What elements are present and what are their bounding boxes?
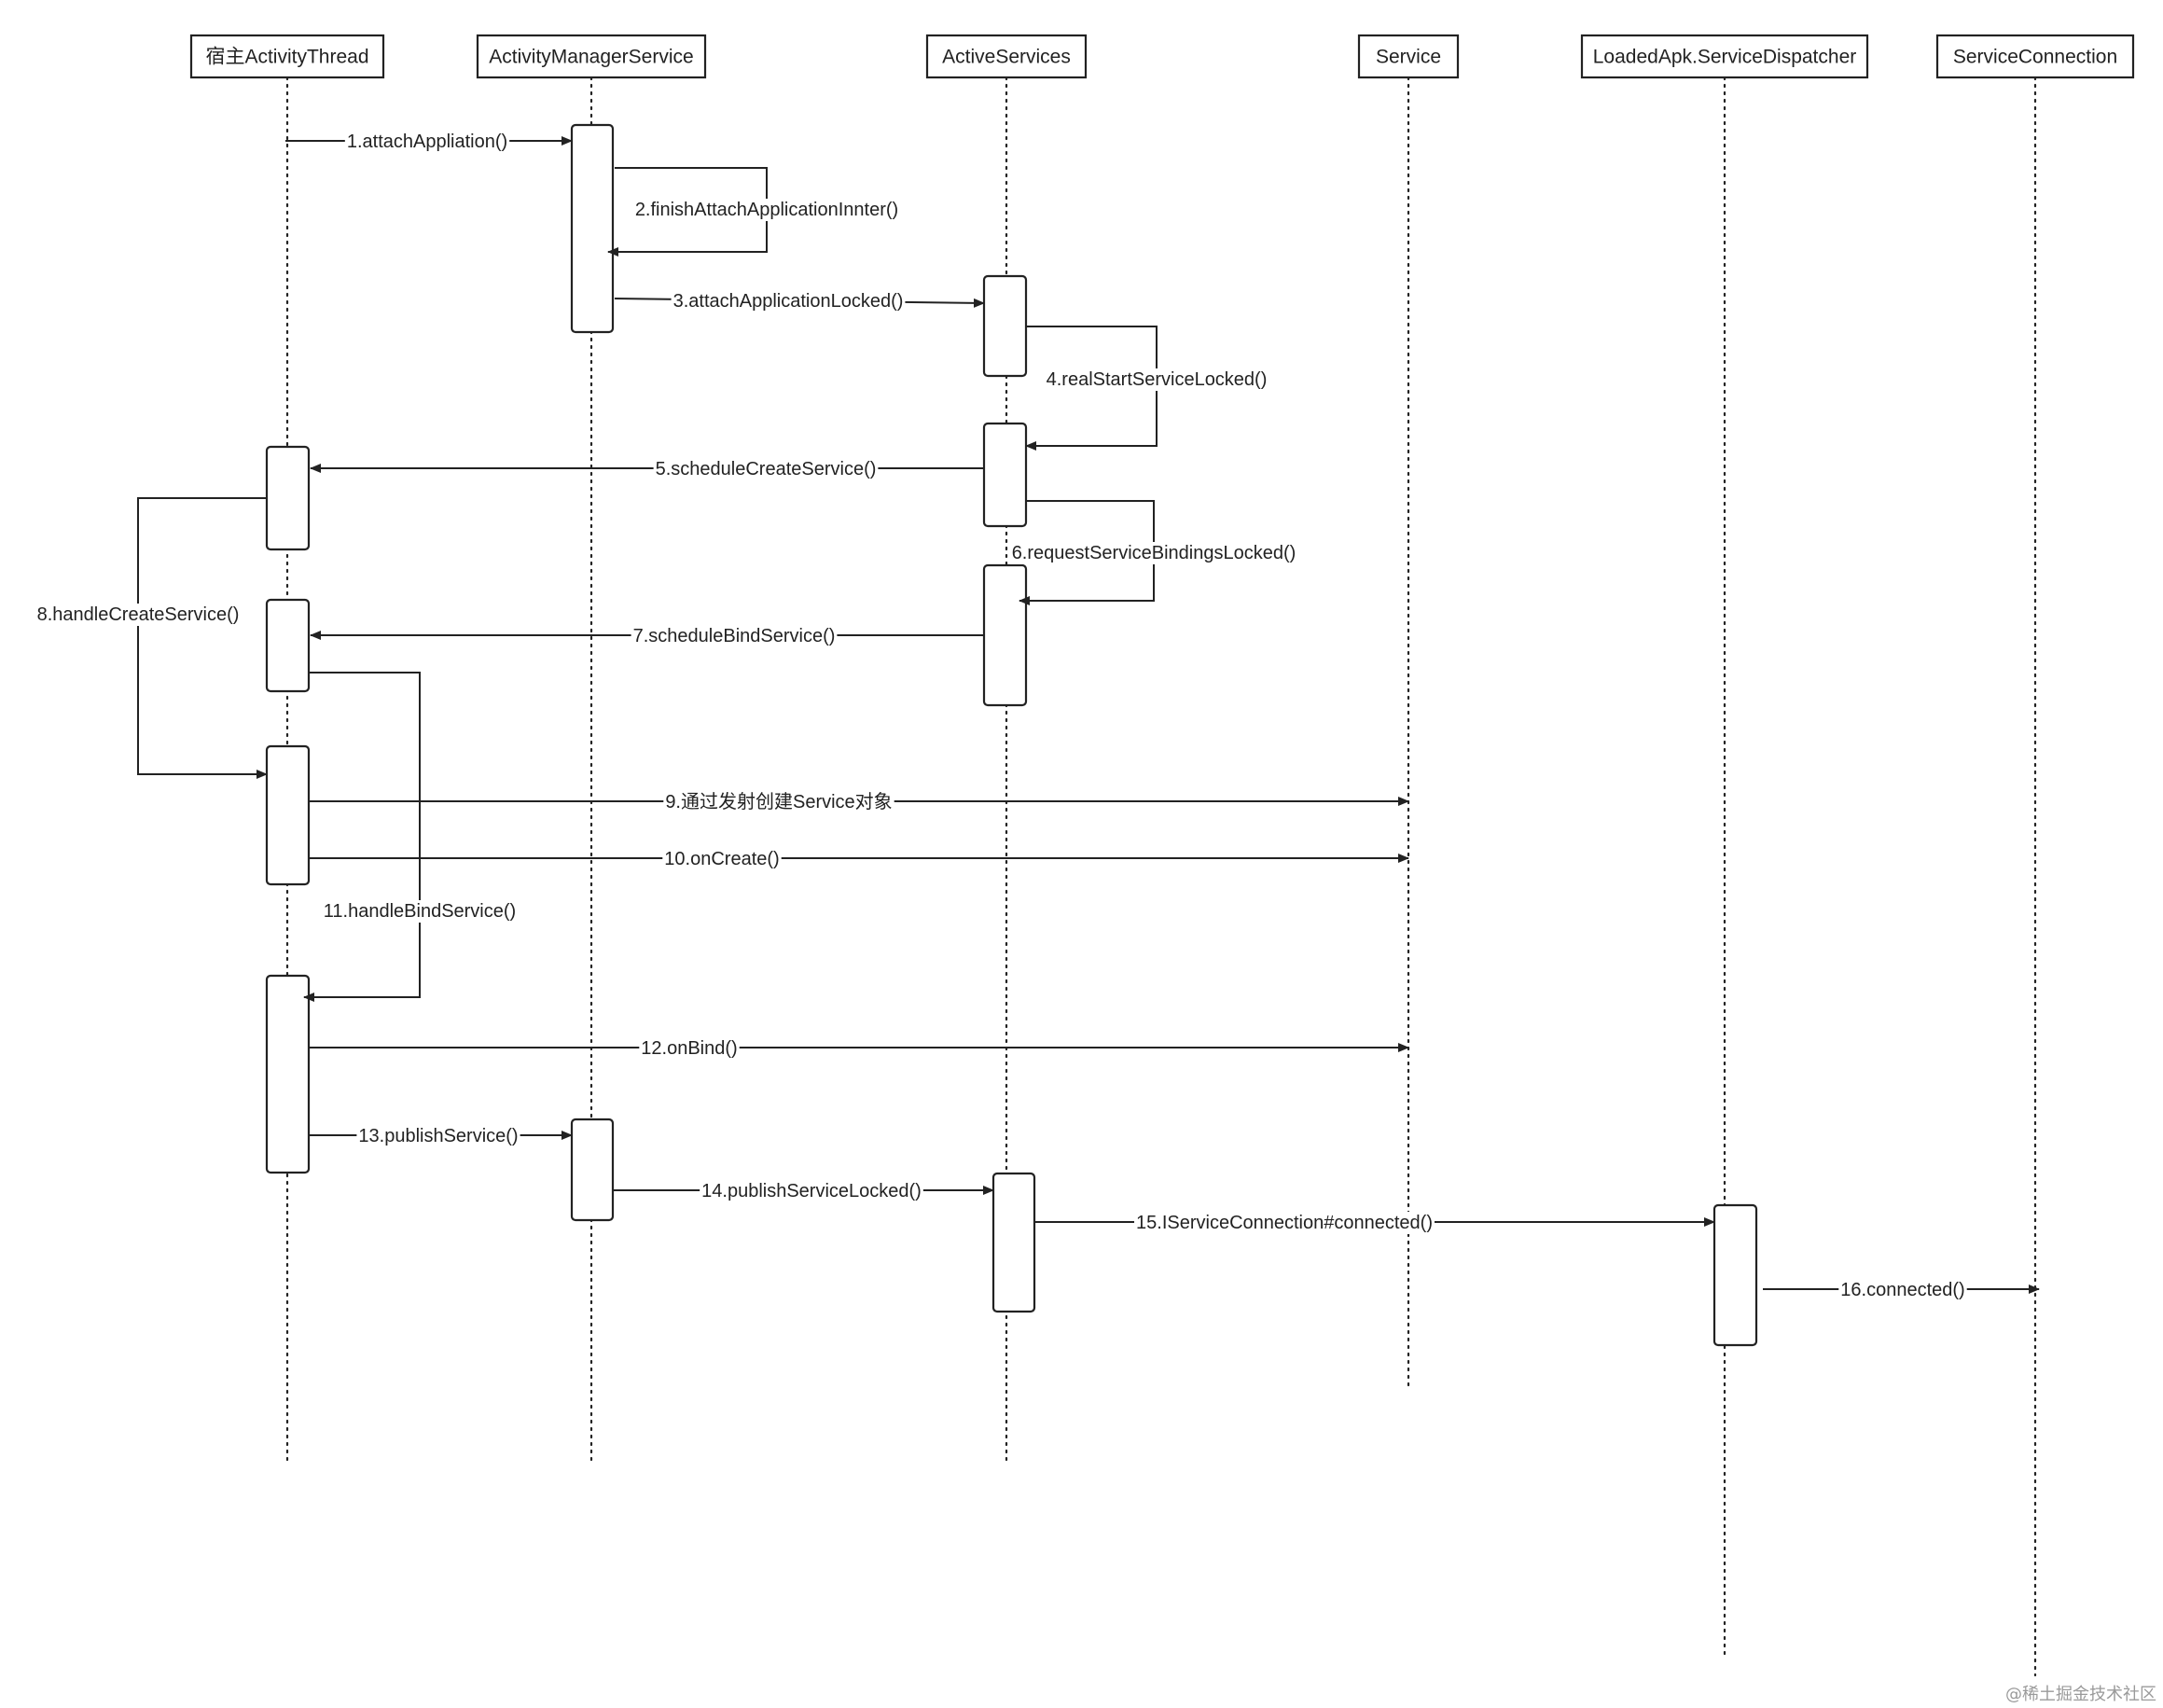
participant-active_services: ActiveServices bbox=[925, 34, 1088, 79]
message-label: 16.connected() bbox=[1840, 1280, 1964, 1300]
participant-ams: ActivityManagerService bbox=[476, 34, 707, 79]
participant-label: Service bbox=[1376, 47, 1441, 68]
activation-bar bbox=[991, 1172, 1036, 1313]
message-label: 6.requestServiceBindingsLocked() bbox=[1012, 543, 1296, 563]
message-label: 14.publishServiceLocked() bbox=[701, 1181, 922, 1201]
message-label: 13.publishService() bbox=[358, 1126, 518, 1146]
participant-label: LoadedApk.ServiceDispatcher bbox=[1593, 47, 1857, 68]
message-5: 5.scheduleCreateService() bbox=[310, 458, 984, 480]
activation-bar bbox=[982, 274, 1028, 378]
message-label: 12.onBind() bbox=[641, 1038, 737, 1059]
message-8: 8.handleCreateService() bbox=[35, 497, 268, 779]
message-15: 15.IServiceConnection#connected() bbox=[1034, 1212, 1715, 1234]
message-label: 11.handleBindService() bbox=[324, 901, 516, 922]
participant-box bbox=[925, 34, 1088, 79]
activation-bar bbox=[265, 598, 311, 693]
participant-label: 宿主ActivityThread bbox=[205, 47, 368, 68]
message-label-background bbox=[1009, 542, 1298, 564]
message-label-background bbox=[356, 1125, 520, 1147]
message-1: 1.attachAppliation() bbox=[285, 131, 573, 153]
participant-box bbox=[1357, 34, 1460, 79]
message-6: 6.requestServiceBindingsLocked() bbox=[1009, 500, 1298, 605]
message-label: 8.handleCreateService() bbox=[37, 604, 240, 625]
message-label-background bbox=[1838, 1279, 1967, 1301]
message-label-background bbox=[631, 625, 838, 647]
participant-label: ActiveServices bbox=[942, 47, 1071, 68]
message-14: 14.publishServiceLocked() bbox=[613, 1180, 994, 1202]
message-label-background bbox=[1134, 1212, 1435, 1234]
message-label-background bbox=[663, 790, 894, 813]
message-12: 12.onBind() bbox=[309, 1037, 1409, 1060]
message-11: 11.handleBindService() bbox=[303, 672, 519, 1002]
message-label-background bbox=[700, 1180, 923, 1202]
message-arrow bbox=[137, 497, 268, 779]
message-arrow bbox=[303, 672, 421, 1002]
message-label-background bbox=[632, 199, 901, 221]
message-10: 10.onCreate() bbox=[309, 848, 1409, 870]
message-7: 7.scheduleBindService() bbox=[310, 625, 984, 647]
activation-bar bbox=[265, 974, 311, 1174]
participant-box bbox=[1580, 34, 1869, 79]
message-label-background bbox=[653, 458, 879, 480]
message-label: 7.scheduleBindService() bbox=[633, 626, 836, 646]
message-label-background bbox=[671, 290, 906, 312]
participant-box bbox=[1935, 34, 2135, 79]
message-label: 9.通过发射创建Service对象 bbox=[665, 791, 892, 812]
participant-box bbox=[476, 34, 707, 79]
participant-label: ActivityManagerService bbox=[489, 47, 693, 68]
message-label: 4.realStartServiceLocked() bbox=[1047, 369, 1268, 390]
message-label-background bbox=[35, 604, 242, 626]
activation-bar bbox=[1712, 1203, 1758, 1347]
activation-bar bbox=[982, 422, 1028, 528]
message-label: 5.scheduleCreateService() bbox=[656, 459, 877, 479]
message-label: 10.onCreate() bbox=[664, 849, 779, 869]
activation-bar bbox=[570, 123, 615, 334]
watermark: @稀土掘金技术社区 bbox=[2005, 1685, 2156, 1704]
message-label-background bbox=[321, 900, 519, 923]
message-16: 16.connected() bbox=[1763, 1279, 2040, 1301]
participant-connection: ServiceConnection bbox=[1935, 34, 2135, 79]
message-label: 1.attachAppliation() bbox=[347, 132, 507, 152]
message-3: 3.attachApplicationLocked() bbox=[614, 290, 985, 312]
activation-bar bbox=[265, 445, 311, 551]
participant-activity_thread: 宿主ActivityThread bbox=[189, 34, 385, 79]
message-label: 15.IServiceConnection#connected() bbox=[1136, 1213, 1433, 1233]
activation-bar bbox=[265, 744, 311, 886]
activation-bar bbox=[570, 1118, 615, 1222]
message-label-background bbox=[344, 131, 510, 153]
message-label-background bbox=[662, 848, 782, 870]
participant-dispatcher: LoadedApk.ServiceDispatcher bbox=[1580, 34, 1869, 79]
message-4: 4.realStartServiceLocked() bbox=[1025, 326, 1269, 451]
message-label-background bbox=[1044, 368, 1269, 391]
message-label: 3.attachApplicationLocked() bbox=[673, 291, 904, 312]
message-label-background bbox=[639, 1037, 740, 1060]
message-13: 13.publishService() bbox=[309, 1125, 573, 1147]
message-9: 9.通过发射创建Service对象 bbox=[309, 790, 1409, 813]
participant-label: ServiceConnection bbox=[1953, 47, 2117, 68]
message-2: 2.finishAttachApplicationInnter() bbox=[607, 167, 901, 257]
message-label: 2.finishAttachApplicationInnter() bbox=[635, 200, 898, 220]
participant-service: Service bbox=[1357, 34, 1460, 79]
activation-bar bbox=[982, 563, 1028, 707]
participant-box bbox=[189, 34, 385, 79]
